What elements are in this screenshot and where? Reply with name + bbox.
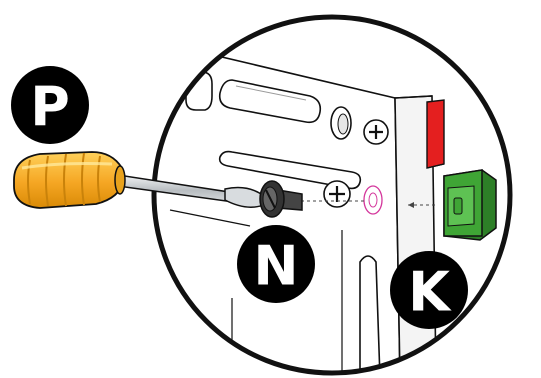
upper-screw bbox=[363, 119, 389, 145]
callout-k-label: K bbox=[408, 261, 452, 324]
target-hole bbox=[363, 185, 383, 215]
mounting-screw bbox=[323, 180, 351, 208]
callout-k: K bbox=[390, 251, 468, 329]
screw-on-bit bbox=[259, 180, 303, 218]
green-clip bbox=[443, 169, 497, 241]
callout-n: N bbox=[237, 225, 315, 303]
callout-n-label: N bbox=[253, 235, 298, 298]
callout-p: P bbox=[11, 66, 89, 144]
callout-p-label: P bbox=[30, 76, 70, 139]
red-strip bbox=[426, 99, 445, 169]
screwdriver bbox=[13, 151, 303, 218]
